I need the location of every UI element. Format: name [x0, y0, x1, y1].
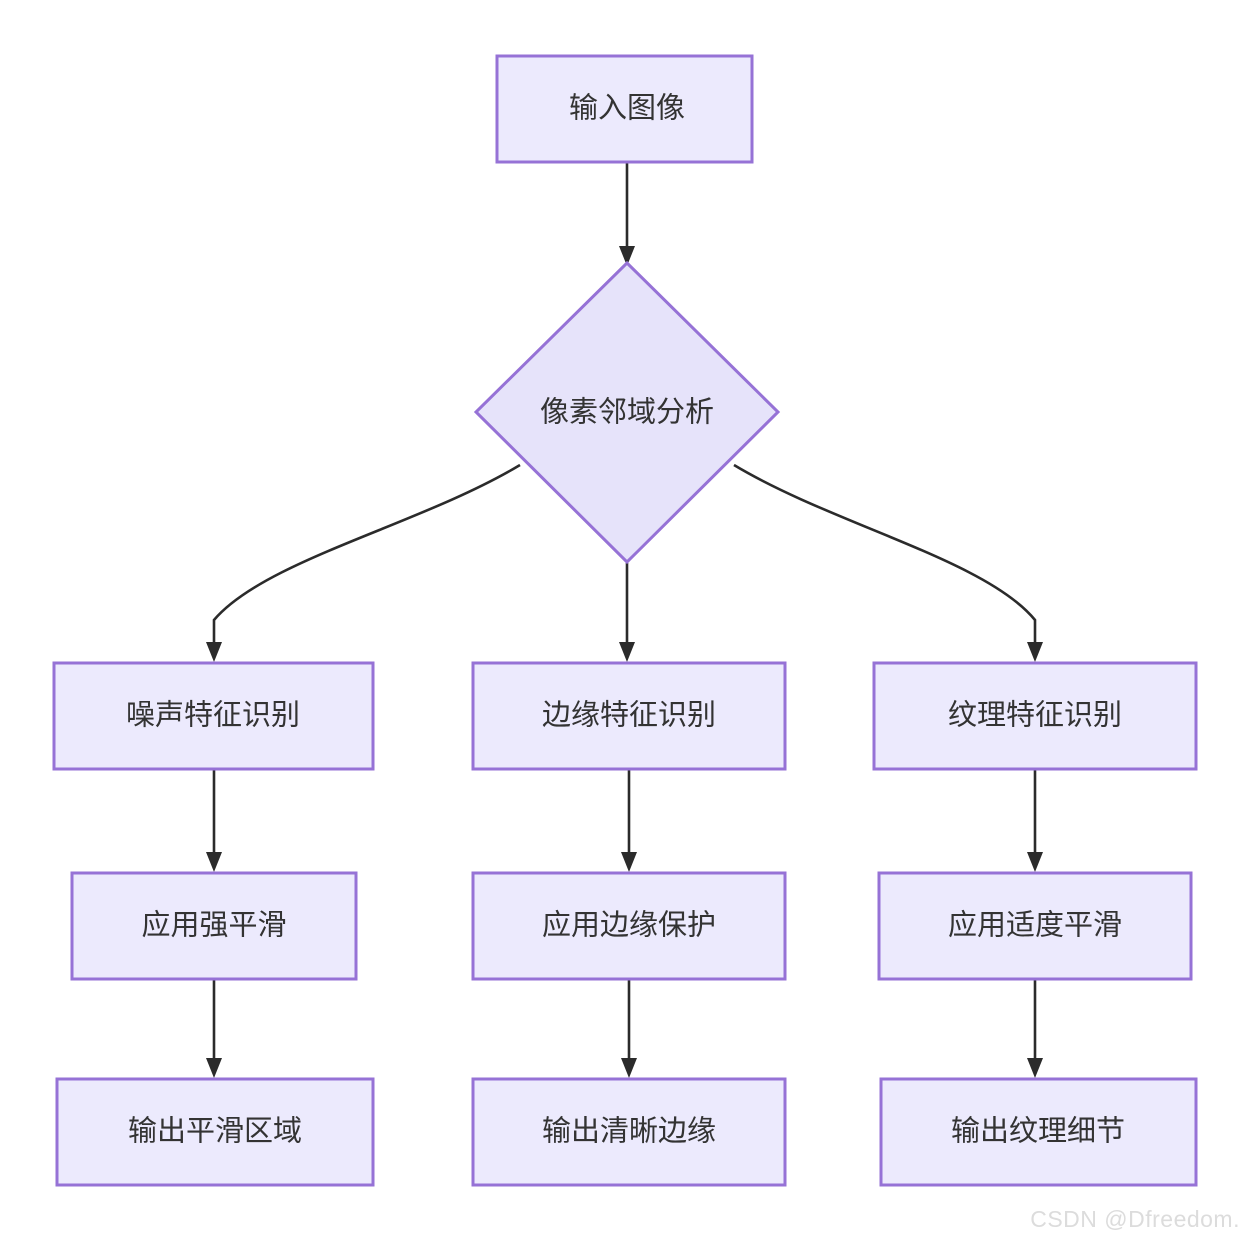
arrow-head-icon — [206, 852, 222, 872]
edge-analysis-to-texture-feat — [733, 463, 1043, 662]
edge-strong-smooth-to-out-smooth — [206, 979, 222, 1078]
node-noise-feat[interactable]: 噪声特征识别 — [52, 661, 375, 771]
edge-mod-smooth-to-out-texture — [1027, 979, 1043, 1078]
arrow-head-icon — [621, 1058, 637, 1078]
node-analysis-shape[interactable] — [473, 260, 781, 565]
node-analysis-label: 像素邻域分析 — [540, 396, 714, 429]
node-out-texture-label: 输出纹理细节 — [951, 1115, 1125, 1148]
edge-noise-feat-to-strong-smooth — [206, 769, 222, 872]
node-out-edges-label: 输出清晰边缘 — [542, 1115, 716, 1148]
node-mod-smooth[interactable]: 应用适度平滑 — [877, 871, 1193, 981]
node-out-texture-shape[interactable] — [879, 1077, 1198, 1187]
node-edge-protect-shape[interactable] — [471, 871, 787, 981]
node-texture-feat[interactable]: 纹理特征识别 — [872, 661, 1198, 771]
arrow-head-icon — [619, 642, 635, 662]
node-noise-feat-shape[interactable] — [52, 661, 375, 771]
edge-texture-feat-to-mod-smooth — [1027, 769, 1043, 872]
node-out-smooth-label: 输出平滑区域 — [128, 1115, 302, 1148]
arrow-head-icon — [206, 642, 222, 662]
node-texture-feat-shape[interactable] — [872, 661, 1198, 771]
arrow-head-icon — [1027, 1058, 1043, 1078]
edge-analysis-to-edge-feat — [619, 563, 635, 662]
node-layer: 输入图像 像素邻域分析 噪声特征识别 边缘特征识别 纹理特征识别 — [52, 54, 1198, 1187]
node-edge-protect-label: 应用边缘保护 — [542, 909, 716, 942]
node-edge-feat-label: 边缘特征识别 — [542, 699, 716, 732]
node-noise-feat-label: 噪声特征识别 — [126, 699, 300, 732]
arrow-head-icon — [1027, 852, 1043, 872]
node-texture-feat-label: 纹理特征识别 — [948, 699, 1122, 732]
node-strong-smooth-label: 应用强平滑 — [141, 909, 286, 942]
node-edge-protect[interactable]: 应用边缘保护 — [471, 871, 787, 981]
node-mod-smooth-label: 应用适度平滑 — [948, 909, 1122, 942]
node-out-smooth[interactable]: 输出平滑区域 — [55, 1077, 375, 1187]
watermark-text: CSDN @Dfreedom. — [1030, 1206, 1240, 1232]
edge-edge-protect-to-out-edges — [621, 979, 637, 1078]
node-out-texture[interactable]: 输出纹理细节 — [879, 1077, 1198, 1187]
node-mod-smooth-shape[interactable] — [877, 871, 1193, 981]
edge-analysis-to-noise-feat — [206, 463, 521, 662]
node-edge-feat[interactable]: 边缘特征识别 — [471, 661, 787, 771]
node-input[interactable]: 输入图像 — [495, 54, 754, 164]
node-edge-feat-shape[interactable] — [471, 661, 787, 771]
arrow-head-icon — [619, 246, 635, 266]
node-input-label: 输入图像 — [569, 92, 685, 125]
node-strong-smooth[interactable]: 应用强平滑 — [70, 871, 358, 981]
node-out-edges-shape[interactable] — [471, 1077, 787, 1187]
node-out-smooth-shape[interactable] — [55, 1077, 375, 1187]
edge-layer — [206, 162, 1043, 1078]
node-analysis[interactable]: 像素邻域分析 — [473, 260, 781, 565]
edge-edge-feat-to-edge-protect — [621, 769, 637, 872]
node-input-shape[interactable] — [495, 54, 754, 164]
node-strong-smooth-shape[interactable] — [70, 871, 358, 981]
arrow-head-icon — [621, 852, 637, 872]
edge-input-to-analysis — [619, 162, 635, 266]
arrow-head-icon — [206, 1058, 222, 1078]
node-out-edges[interactable]: 输出清晰边缘 — [471, 1077, 787, 1187]
arrow-head-icon — [1027, 642, 1043, 662]
